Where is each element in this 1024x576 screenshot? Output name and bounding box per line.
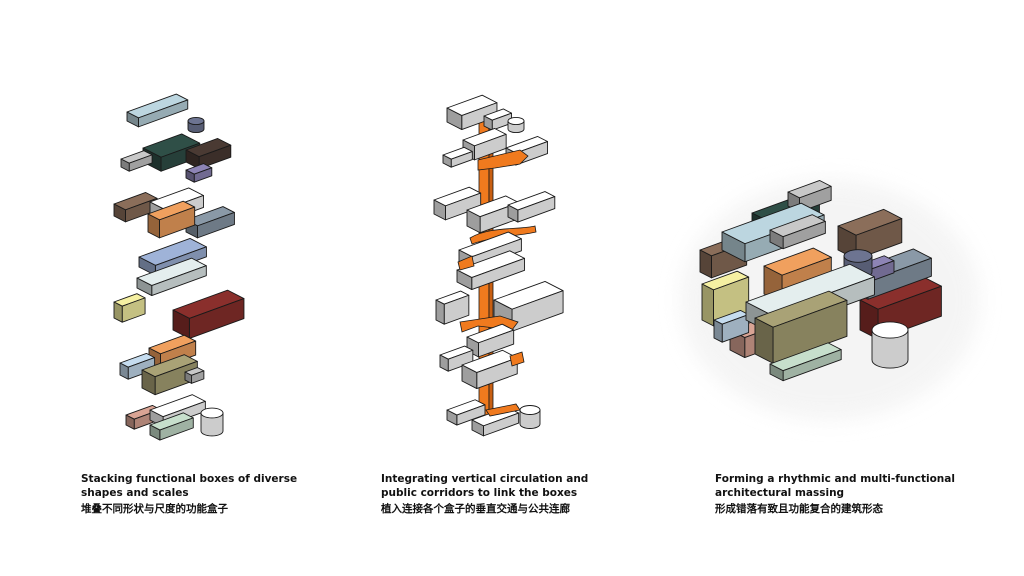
box-p2-16 bbox=[446, 399, 486, 426]
box-orange-1 bbox=[147, 200, 196, 239]
box-side bbox=[119, 362, 129, 380]
caption-massing: Forming a rhythmic and multi-functional … bbox=[715, 472, 955, 516]
box-side bbox=[442, 154, 452, 168]
box-grey-small bbox=[120, 150, 153, 172]
cylinder-p2-bottom bbox=[519, 405, 541, 429]
box-side bbox=[507, 204, 519, 223]
box-p3-sky bbox=[713, 309, 750, 343]
box-p2-12 bbox=[493, 280, 564, 332]
box-side bbox=[185, 169, 195, 183]
cylinder-top bbox=[519, 405, 541, 415]
cylinder-slate bbox=[187, 116, 205, 134]
cylinder-top bbox=[843, 249, 873, 263]
panel-massing bbox=[699, 180, 942, 382]
cylinder-top bbox=[871, 321, 909, 339]
box-side bbox=[721, 231, 746, 263]
corridor-5 bbox=[509, 351, 525, 367]
box-side bbox=[113, 301, 123, 323]
cylinder-body bbox=[200, 412, 224, 437]
box-side bbox=[435, 299, 445, 325]
caption-stacking-en: Stacking functional boxes of diverse sha… bbox=[81, 473, 298, 499]
box-p2-10 bbox=[456, 250, 526, 291]
corridor-1 bbox=[477, 149, 529, 171]
cylinder-white bbox=[200, 407, 224, 437]
box-side bbox=[446, 409, 458, 426]
box-p2-1 bbox=[446, 94, 498, 131]
cylinder-body bbox=[519, 409, 541, 429]
box-side bbox=[461, 364, 478, 390]
box-side bbox=[125, 414, 135, 430]
cylinder-top bbox=[187, 116, 205, 126]
box-side bbox=[713, 319, 723, 343]
panel-circulation-boxes bbox=[433, 94, 564, 437]
box-side bbox=[120, 158, 130, 172]
box-maroon bbox=[172, 289, 245, 339]
box-side bbox=[471, 419, 484, 437]
box-side bbox=[699, 249, 712, 279]
caption-massing-zh: 形成错落有致且功能复合的建筑形态 bbox=[715, 503, 883, 515]
corridor-3 bbox=[457, 255, 475, 271]
box-p2-5 bbox=[442, 146, 473, 168]
caption-circulation: Integrating vertical circulation and pub… bbox=[381, 472, 621, 516]
box-p3-mint bbox=[769, 342, 842, 382]
box-side bbox=[701, 283, 714, 327]
box-side bbox=[769, 363, 784, 382]
box-side bbox=[466, 209, 481, 234]
caption-stacking: Stacking functional boxes of diverse sha… bbox=[81, 472, 321, 516]
cylinder-p2-top bbox=[507, 116, 525, 134]
box-light-blue bbox=[126, 93, 189, 128]
box-side bbox=[136, 277, 153, 297]
caption-stacking-zh: 堆叠不同形状与尺度的功能盒子 bbox=[81, 503, 228, 515]
panel-stacked-boxes bbox=[113, 93, 245, 441]
cylinder-body bbox=[871, 329, 909, 369]
box-grey-2 bbox=[184, 367, 205, 384]
box-tan bbox=[113, 192, 158, 223]
box-side bbox=[141, 369, 156, 396]
corridor-6 bbox=[485, 403, 521, 417]
box-side bbox=[149, 424, 161, 441]
box-side bbox=[113, 203, 126, 223]
box-yellow bbox=[113, 293, 146, 323]
box-p3-grey-mid bbox=[769, 214, 826, 250]
caption-circulation-en: Integrating vertical circulation and pub… bbox=[381, 473, 589, 499]
box-side bbox=[769, 229, 784, 250]
box-olive bbox=[141, 354, 198, 396]
box-p2-8 bbox=[507, 191, 556, 223]
box-mint bbox=[149, 412, 194, 441]
box-side bbox=[184, 371, 193, 384]
cylinder-top bbox=[200, 407, 224, 419]
box-p2-2 bbox=[483, 108, 513, 131]
caption-circulation-zh: 植入连接各个盒子的垂直交通与公共连廊 bbox=[381, 503, 570, 515]
box-pale-mint bbox=[136, 257, 207, 297]
box-side bbox=[456, 269, 473, 291]
box-side bbox=[439, 354, 449, 372]
box-side bbox=[446, 107, 463, 131]
box-side bbox=[126, 111, 139, 128]
box-blue-grey bbox=[185, 206, 235, 239]
box-p2-11 bbox=[435, 290, 470, 325]
caption-massing-en: Forming a rhythmic and multi-functional … bbox=[715, 473, 955, 499]
cylinder-top bbox=[507, 116, 525, 126]
box-sky-blue bbox=[119, 352, 156, 380]
box-side bbox=[147, 213, 160, 239]
box-side bbox=[433, 199, 446, 221]
box-lavender bbox=[185, 163, 213, 183]
cylinder-p3-white bbox=[871, 321, 909, 369]
